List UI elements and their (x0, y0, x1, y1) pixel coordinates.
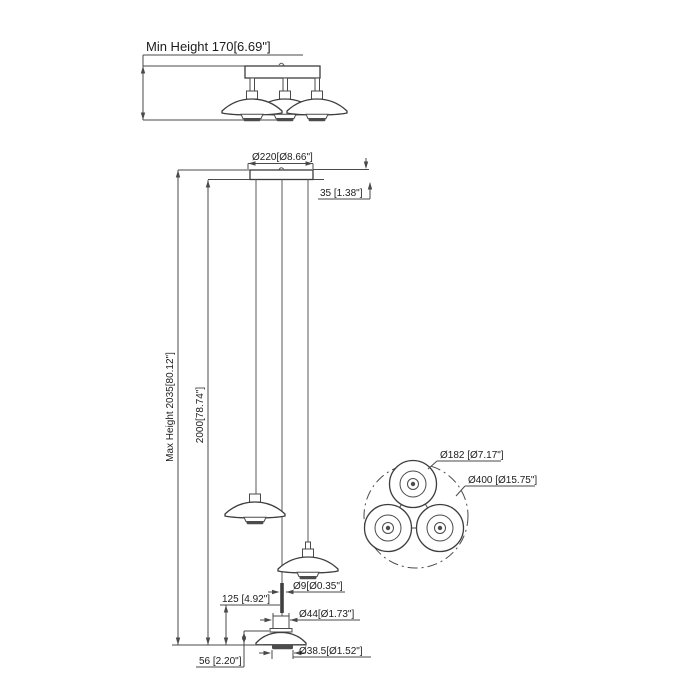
shade-left-collapsed (221, 90, 283, 122)
shade-height-label: 56 [2.20"] (199, 656, 242, 667)
canopy-diameter-label: Ø220[Ø8.66"] (252, 152, 313, 163)
dim-lower-assembly: 125 [4.92"] (220, 594, 280, 645)
canopy-screw-front (278, 167, 285, 171)
min-height-label: Min Height 170[6.69"] (146, 39, 271, 54)
canopy (249, 169, 314, 181)
bottom-diffuser (272, 644, 293, 650)
top-view-shade-bottom-right (415, 503, 465, 553)
canopy-height-label: 35 [1.38"] (320, 188, 363, 199)
front-view: Ø220[Ø8.66"] 35 [1.38"] (165, 152, 373, 668)
cable-thick-section (280, 583, 284, 613)
collapsed-fixture (221, 62, 348, 122)
dim-holder-diameter: Ø44[Ø1.73"] (260, 609, 360, 624)
dim-footprint-diameter: Ø400 [Ø15.75"] (455, 475, 537, 497)
dim-diffuser-diameter: Ø38.5[Ø1.52"] (259, 646, 371, 659)
bottom-shade-hat (255, 631, 307, 646)
shade-right-collapsed (286, 90, 348, 122)
shade-diameter-label: Ø182 [Ø7.17"] (440, 450, 504, 461)
dim-max-height: Max Height 2035[80.12"] (165, 170, 181, 645)
pendant-shade-right (277, 548, 339, 580)
top-view-shade-bottom-left (363, 503, 413, 553)
dim-cable-diameter: Ø9[Ø0.35"] (268, 581, 345, 595)
cord-length-label: 2000[78.74"] (195, 387, 206, 444)
holder-diameter-label: Ø44[Ø1.73"] (299, 609, 354, 620)
pendant-shade-left (224, 493, 286, 525)
dim-shade-height: 56 [2.20"] (196, 630, 269, 668)
dim-canopy-height: 35 [1.38"] (318, 158, 373, 200)
min-height-view: Min Height 170[6.69"] (140, 39, 348, 122)
pendant-shade-bottom (255, 615, 307, 650)
top-view-shade-top (388, 459, 438, 509)
diffuser-diameter-label: Ø38.5[Ø1.52"] (299, 646, 363, 657)
cable-diameter-label: Ø9[Ø0.35"] (293, 581, 343, 592)
dim-shade-diameter: Ø182 [Ø7.17"] (427, 450, 504, 470)
dim-cord-length: 2000[78.74"] (195, 180, 211, 645)
canopy-collapsed (244, 65, 321, 79)
footprint-diameter-label: Ø400 [Ø15.75"] (468, 475, 537, 486)
cord-holder (272, 615, 290, 630)
lower-assembly-label: 125 [4.92"] (222, 594, 270, 605)
dim-canopy-diameter: Ø220[Ø8.66"] (247, 152, 314, 169)
max-height-label: Max Height 2035[80.12"] (165, 352, 176, 462)
top-view: Ø182 [Ø7.17"] Ø400 [Ø15.75"] (363, 450, 537, 569)
canopy-screw (278, 62, 285, 67)
